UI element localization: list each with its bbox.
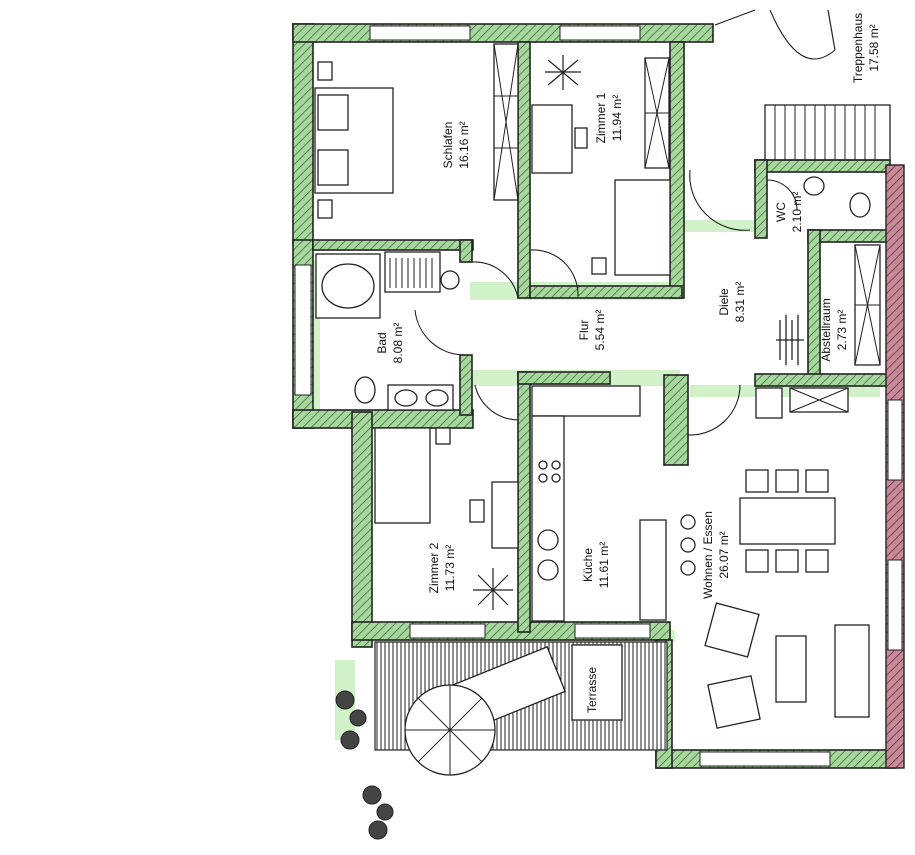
svg-text:Zimmer 1: Zimmer 1 — [594, 92, 608, 143]
room-label-treppenhaus: Treppenhaus 17.58 m² — [851, 13, 881, 83]
room-label-schlafen: Schlafen 16.16 m² — [441, 121, 471, 168]
room-label-wohnen: Wohnen / Essen 26.07 m² — [701, 511, 731, 599]
svg-text:Treppenhaus: Treppenhaus — [851, 13, 865, 83]
room-label-zimmer1: Zimmer 1 11.94 m² — [594, 92, 624, 143]
room-label-flur: Flur 5.54 m² — [577, 310, 607, 351]
svg-text:Flur: Flur — [577, 320, 591, 341]
dining-table — [739, 469, 836, 573]
room-label-diele: Diele 8.31 m² — [717, 282, 747, 323]
toilet-bad — [354, 270, 460, 404]
lounge — [704, 602, 870, 729]
shrubs — [335, 690, 394, 840]
staircase — [714, 9, 891, 161]
svg-text:11.94 m²: 11.94 m² — [610, 95, 624, 141]
svg-text:16.16 m²: 16.16 m² — [457, 121, 471, 168]
sinks-bad — [387, 384, 454, 411]
svg-text:Zimmer 2: Zimmer 2 — [427, 542, 441, 593]
room-label-wc: WC 2.10 m² — [774, 192, 804, 233]
bed-schlafen — [314, 61, 394, 219]
wardrobe-zimmer1 — [644, 57, 670, 169]
svg-text:5.54 m²: 5.54 m² — [593, 310, 607, 351]
svg-text:Terrasse: Terrasse — [585, 667, 599, 713]
svg-text:Abstellraum: Abstellraum — [819, 298, 833, 361]
svg-text:17.58 m²: 17.58 m² — [867, 24, 881, 71]
svg-text:Diele: Diele — [717, 288, 731, 316]
plant-zimmer1 — [545, 55, 581, 90]
sideboard — [755, 387, 849, 419]
room-label-bad: Bad 8.08 m² — [375, 323, 405, 364]
svg-text:2.73 m²: 2.73 m² — [835, 310, 849, 351]
room-label-abstellraum: Abstellraum 2.73 m² — [819, 298, 849, 361]
terrace — [374, 641, 668, 776]
bed-zimmer1 — [591, 179, 671, 276]
svg-text:Küche: Küche — [581, 548, 595, 582]
bathtub — [315, 253, 381, 319]
svg-text:Bad: Bad — [375, 332, 389, 353]
doors — [414, 169, 798, 436]
shower — [384, 251, 441, 293]
svg-text:8.31 m²: 8.31 m² — [733, 282, 747, 323]
abstellraum-shelf — [854, 244, 881, 366]
svg-text:26.07 m²: 26.07 m² — [717, 531, 731, 578]
bed-zimmer2 — [374, 427, 451, 524]
svg-text:Wohnen / Essen: Wohnen / Essen — [701, 511, 715, 599]
svg-text:2.10 m²: 2.10 m² — [790, 192, 804, 233]
wardrobe-schlafen — [493, 43, 519, 201]
coat-rack — [776, 315, 804, 365]
svg-text:8.08 m²: 8.08 m² — [391, 323, 405, 364]
plant-zimmer2 — [473, 568, 513, 610]
svg-text:Schlafen: Schlafen — [441, 122, 455, 169]
svg-text:11.73 m²: 11.73 m² — [443, 545, 457, 591]
room-label-kueche: Küche 11.61 m² — [581, 542, 611, 588]
room-label-terrasse: Terrasse — [585, 667, 599, 713]
svg-text:11.61 m²: 11.61 m² — [597, 542, 611, 588]
desk-zimmer2 — [469, 481, 519, 549]
wc-fixtures — [803, 176, 871, 218]
stools — [680, 514, 696, 576]
desk-zimmer1 — [531, 104, 588, 174]
kitchen-counter — [531, 385, 667, 622]
svg-text:WC: WC — [774, 202, 788, 222]
room-label-zimmer2: Zimmer 2 11.73 m² — [427, 542, 457, 593]
windows — [294, 25, 903, 767]
